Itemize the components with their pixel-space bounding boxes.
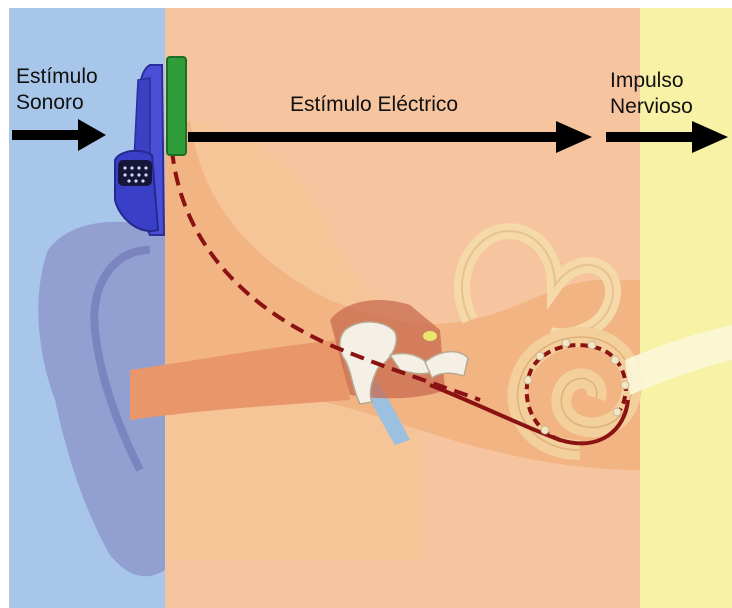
label-stimulus-sound-line2: Sonoro — [16, 90, 84, 116]
label-stimulus-electric: Estímulo Eléctrico — [290, 92, 458, 118]
implant-receiver — [167, 57, 186, 155]
label-nerve-impulse-line1: Impulso — [610, 68, 684, 94]
oval-window-marker — [423, 331, 437, 341]
label-nerve-impulse-line2: Nervioso — [610, 94, 693, 120]
label-stimulus-sound-line1: Estímulo — [16, 64, 98, 90]
